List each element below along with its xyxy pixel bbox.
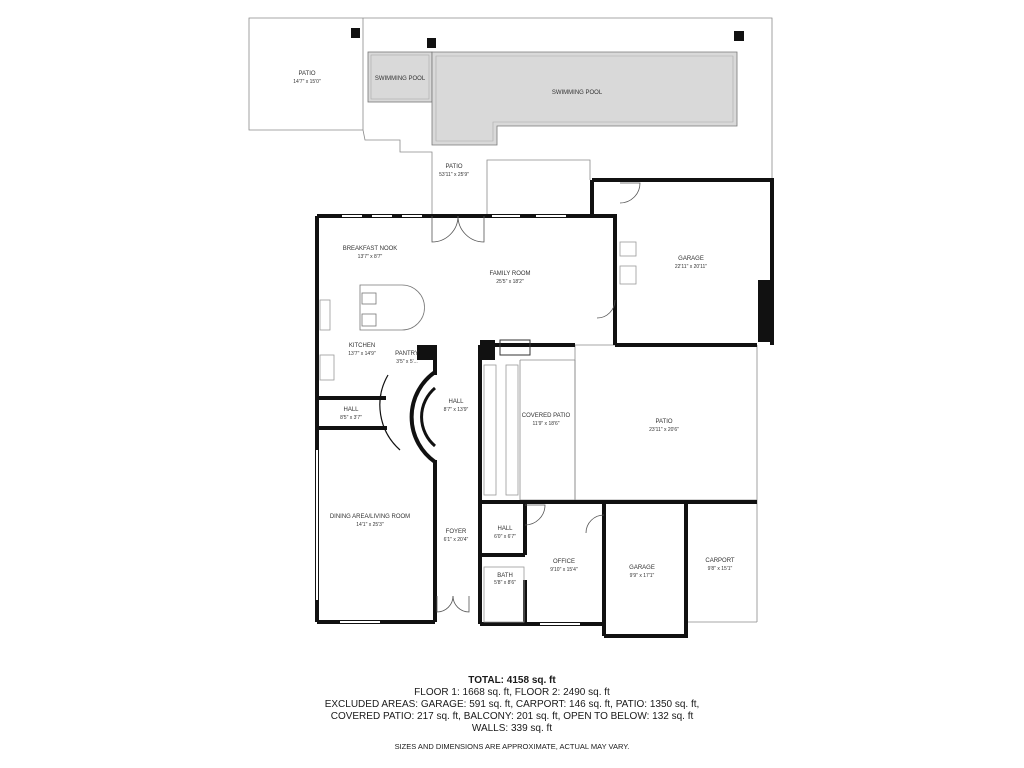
room-label-office: OFFICE bbox=[553, 559, 575, 565]
posts bbox=[351, 28, 744, 48]
room-dim-hall-center: 8'7" x 13'9" bbox=[444, 407, 469, 413]
room-dim-family-room: 25'5" x 18'2" bbox=[496, 279, 524, 285]
room-label-family-room: FAMILY ROOM bbox=[489, 271, 530, 277]
room-dim-foyer: 6'1" x 20'4" bbox=[444, 537, 469, 543]
room-label-dining-living: DINING AREA/LIVING ROOM bbox=[330, 514, 410, 520]
room-dim-bath: 5'8" x 8'6" bbox=[494, 580, 516, 586]
windows bbox=[316, 215, 580, 625]
room-label-garage-ne: GARAGE bbox=[678, 256, 704, 262]
room-label-garage-south: GARAGE bbox=[629, 565, 655, 571]
room-dim-pantry: 3'5" x 5'... bbox=[396, 359, 417, 365]
room-label-bath: BATH bbox=[497, 573, 513, 579]
room-dim-patio-nw: 14'7" x 15'0" bbox=[293, 79, 321, 85]
room-dim-patio-east: 23'11" x 20'6" bbox=[649, 427, 679, 433]
room-dim-covered-patio: 11'9" x 18'6" bbox=[532, 421, 559, 427]
summary-block: TOTAL: 4158 sq. ft FLOOR 1: 1668 sq. ft,… bbox=[0, 675, 1024, 735]
room-dim-garage-ne: 22'11" x 20'11" bbox=[675, 264, 707, 270]
excluded-areas-line-2: COVERED PATIO: 217 sq. ft, BALCONY: 201 … bbox=[330, 711, 694, 722]
room-label-pool-small: SWIMMING POOL bbox=[375, 76, 426, 82]
excluded-areas-line-1: EXCLUDED AREAS: GARAGE: 591 sq. ft, CARP… bbox=[324, 699, 700, 710]
doors bbox=[431, 182, 641, 613]
room-label-patio-mid: PATIO bbox=[445, 164, 462, 170]
room-dim-office: 9'10" x 15'4" bbox=[550, 567, 578, 573]
room-dim-kitchen: 13'7" x 14'9" bbox=[348, 351, 376, 357]
room-label-patio-nw: PATIO bbox=[298, 71, 315, 77]
room-dim-carport: 9'8" x 15'1" bbox=[708, 566, 733, 572]
built-ins bbox=[319, 241, 637, 623]
pool-main-shape bbox=[431, 51, 738, 146]
spiral-staircase bbox=[379, 370, 437, 464]
room-dim-breakfast-nook: 13'7" x 8'7" bbox=[358, 254, 383, 260]
room-label-patio-east: PATIO bbox=[655, 419, 672, 425]
floor-areas: FLOOR 1: 1668 sq. ft, FLOOR 2: 2490 sq. … bbox=[414, 687, 610, 698]
kitchen-island bbox=[359, 284, 425, 331]
fireplace bbox=[480, 340, 495, 360]
room-label-pantry: PANTRY bbox=[395, 351, 419, 357]
total-area: TOTAL: 4158 sq. ft bbox=[468, 675, 556, 686]
room-label-breakfast-nook: BREAKFAST NOOK bbox=[343, 246, 398, 252]
room-label-hall-south: HALL bbox=[497, 526, 513, 532]
room-dim-dining-living: 14'1" x 25'3" bbox=[356, 522, 384, 528]
room-dim-hall-south: 6'0" x 6'7" bbox=[494, 534, 516, 540]
outdoor-outlines bbox=[248, 17, 773, 623]
disclaimer: SIZES AND DIMENSIONS ARE APPROXIMATE, AC… bbox=[394, 742, 630, 751]
room-labels: PATIO 14'7" x 15'0" SWIMMING POOL SWIMMI… bbox=[293, 71, 735, 586]
room-label-carport: CARPORT bbox=[705, 558, 735, 564]
garage-wall-block bbox=[758, 280, 770, 342]
room-label-hall-center: HALL bbox=[448, 399, 464, 405]
room-dim-patio-mid: 53'11" x 25'9" bbox=[439, 172, 469, 178]
room-dim-garage-south: 9'9" x 17'1" bbox=[630, 573, 655, 579]
room-dim-hall-left: 8'5" x 3'7" bbox=[340, 415, 362, 421]
room-label-kitchen: KITCHEN bbox=[349, 343, 375, 349]
room-label-pool-main: SWIMMING POOL bbox=[552, 90, 603, 96]
room-label-foyer: FOYER bbox=[446, 529, 467, 535]
room-label-hall-left: HALL bbox=[343, 407, 359, 413]
room-label-covered-patio: COVERED PATIO bbox=[522, 413, 571, 419]
swimming-pools bbox=[367, 51, 738, 146]
walls-area: WALLS: 339 sq. ft bbox=[471, 723, 553, 734]
pool-small-shape bbox=[367, 51, 433, 103]
